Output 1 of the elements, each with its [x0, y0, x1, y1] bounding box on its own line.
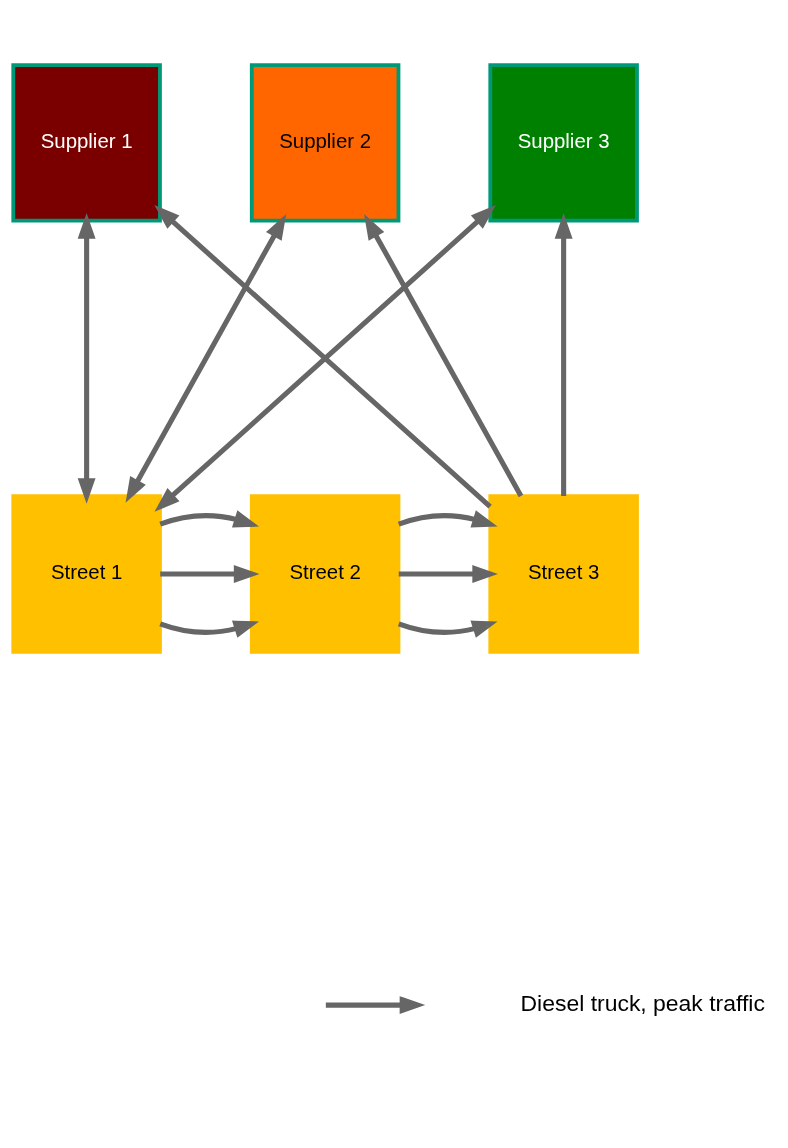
legend-label: Diesel truck, peak traffic	[520, 989, 765, 1016]
